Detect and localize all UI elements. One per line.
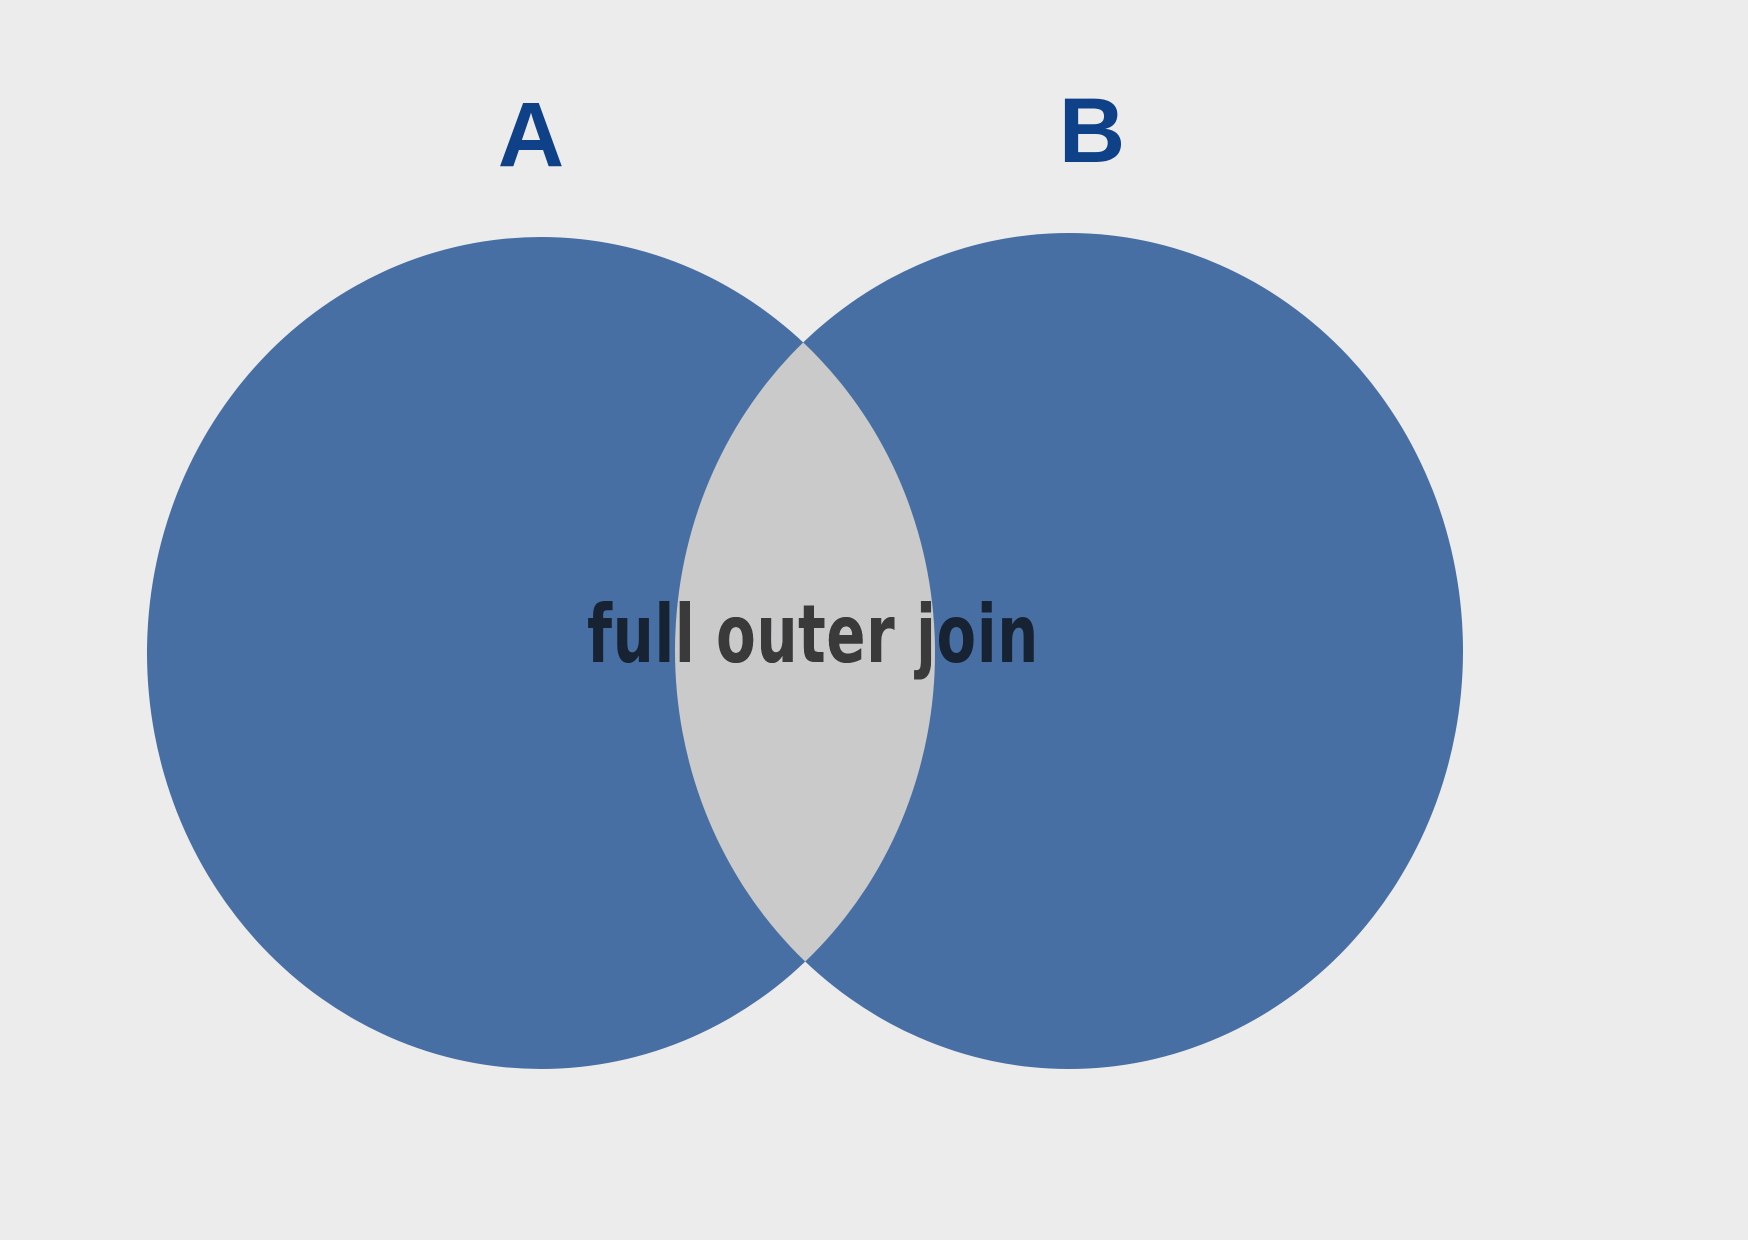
set-b-label: B [1059,80,1125,182]
center-label: full outer join [587,588,1039,681]
set-a-label: A [498,84,564,186]
center-label-group: full outer join full outer join [587,588,1039,681]
intersection-region [675,237,935,1069]
center-label-intersection-overlay: full outer join [587,588,1039,681]
